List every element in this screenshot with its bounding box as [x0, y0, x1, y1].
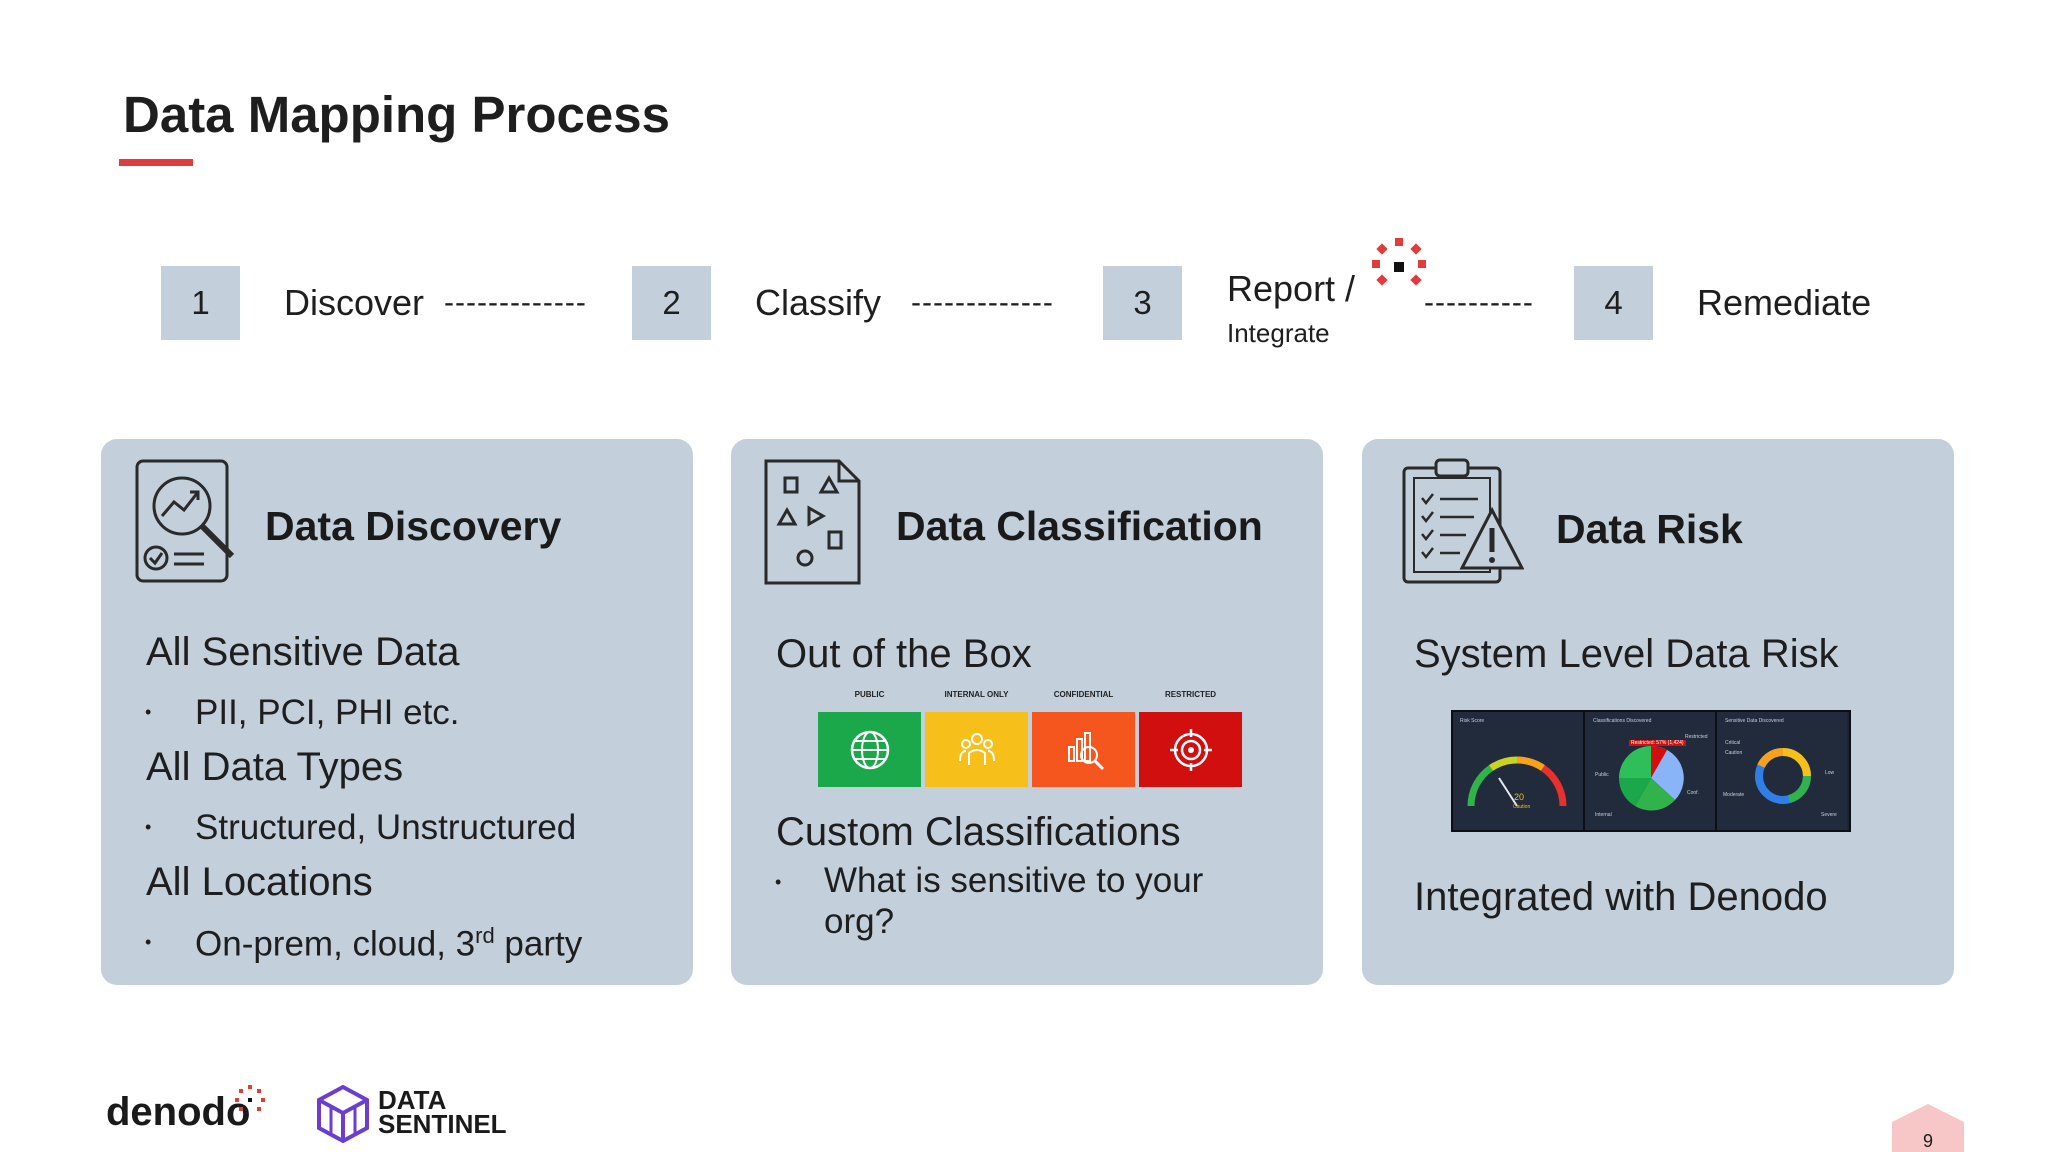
level-tile-confidential — [1032, 712, 1135, 787]
denodo-logo-dots-icon — [235, 1085, 265, 1111]
discovery-line-2: All Data Types — [146, 745, 404, 789]
class-label-restricted: Restricted — [1685, 734, 1708, 740]
step-4-label: Remediate — [1697, 282, 1872, 323]
discovery-sub-3: On-prem, cloud, 3rd party — [195, 923, 583, 964]
clipboard-warning-icon — [1402, 458, 1524, 584]
class-label-internal: Internal — [1595, 812, 1612, 818]
bullet-dot: • — [775, 872, 782, 892]
level-label-internal: INTERNAL ONLY — [944, 690, 1009, 699]
classifications-pie-chart — [1618, 745, 1684, 811]
class-label-public: Public — [1595, 772, 1609, 778]
bullet-dot: • — [145, 702, 152, 722]
sentinel-line-2: SENTINEL — [378, 1109, 507, 1139]
team-icon — [958, 732, 995, 765]
data-discovery-title: Data Discovery — [265, 503, 562, 549]
step-3-label: Report / — [1227, 268, 1356, 309]
sensitive-data-donut — [1755, 747, 1811, 804]
discovery-line-3: All Locations — [146, 860, 373, 904]
level-tile-public — [818, 712, 921, 787]
risk-score-value: 20 — [1514, 792, 1525, 802]
data-sentinel-logo-text: DATA SENTINEL — [378, 1085, 507, 1139]
step-1-number: 1 — [161, 266, 240, 340]
discovery-line-1: All Sensitive Data — [146, 630, 460, 674]
sensitive-data-panel: Sensitive Data Discovered Critical Cauti… — [1717, 712, 1847, 830]
level-label-confidential: CONFIDENTIAL — [1053, 690, 1114, 699]
level-tile-internal — [925, 712, 1028, 787]
sentinel-line-1: DATA — [378, 1085, 447, 1115]
sensitivity-label-severe: Severe — [1821, 812, 1837, 818]
title-underline — [119, 159, 193, 166]
classification-heading-2: Custom Classifications — [776, 810, 1181, 854]
step-4-number: 4 — [1574, 266, 1653, 340]
level-tile-restricted — [1139, 712, 1242, 787]
discovery-sub-1: PII, PCI, PHI etc. — [195, 693, 460, 732]
data-sentinel-cube-icon — [317, 1084, 369, 1144]
classification-sub-2: org? — [824, 902, 895, 941]
search-analytics-icon — [135, 459, 235, 583]
step-3-number: 3 — [1103, 266, 1182, 340]
step-3-connector: ---------- — [1424, 286, 1534, 319]
data-classification-title: Data Classification — [896, 503, 1263, 549]
step-2-number: 2 — [632, 266, 711, 340]
bullet-dot: • — [145, 817, 152, 837]
step-3-sublabel: Integrate — [1227, 318, 1330, 348]
step-2-label: Classify — [755, 282, 882, 323]
level-label-restricted: RESTRICTED — [1164, 690, 1217, 699]
page-number: 9 — [1922, 1131, 1933, 1151]
classification-sub-1: What is sensitive to your — [824, 861, 1204, 900]
step-1-label: Discover — [284, 282, 425, 323]
risk-heading-1: System Level Data Risk — [1414, 632, 1839, 676]
classification-heading-1: Out of the Box — [776, 632, 1032, 676]
chart-search-icon — [1067, 731, 1104, 770]
classifications-title: Classifications Discovered — [1593, 718, 1652, 724]
sensitivity-label-low: Low — [1825, 770, 1835, 776]
document-shapes-icon — [764, 459, 861, 585]
discovery-sub-2: Structured, Unstructured — [195, 808, 577, 847]
class-label-conf: Conf. — [1687, 790, 1699, 796]
step-2-connector: ------------- — [911, 286, 1054, 319]
data-discovery-card — [101, 439, 693, 985]
risk-score-panel: Risk Score 20 Caution — [1453, 712, 1585, 830]
bullet-dot: • — [145, 932, 152, 952]
globe-icon — [850, 730, 889, 769]
risk-heading-2: Integrated with Denodo — [1414, 875, 1828, 919]
denodo-dots-icon — [1372, 238, 1426, 286]
sensitivity-label-caution: Caution — [1725, 750, 1743, 756]
page-number-tab — [1892, 1104, 1964, 1152]
risk-score-title: Risk Score — [1460, 718, 1485, 724]
slide-title: Data Mapping Process — [123, 86, 670, 143]
level-label-public: PUBLIC — [854, 690, 885, 699]
data-risk-title: Data Risk — [1556, 506, 1743, 552]
target-icon — [1169, 728, 1212, 771]
risk-gauge — [1467, 756, 1567, 807]
sensitivity-label-critical: Critical — [1725, 740, 1741, 746]
sensitivity-label-moderate: Moderate — [1723, 792, 1745, 798]
restricted-tag: Restricted: 57% (1,424) — [1629, 740, 1686, 746]
risk-score-caption: Caution — [1513, 804, 1531, 810]
step-1-connector: ------------- — [444, 286, 587, 319]
sensitive-data-title: Sensitive Data Discovered — [1725, 718, 1784, 724]
denodo-logo-text: denodo — [106, 1090, 251, 1134]
classifications-panel: Classifications Discovered Restricted: 5… — [1585, 712, 1717, 830]
risk-dashboard-thumbnail: Risk Score 20 Caution Classifications Di… — [1451, 710, 1851, 832]
